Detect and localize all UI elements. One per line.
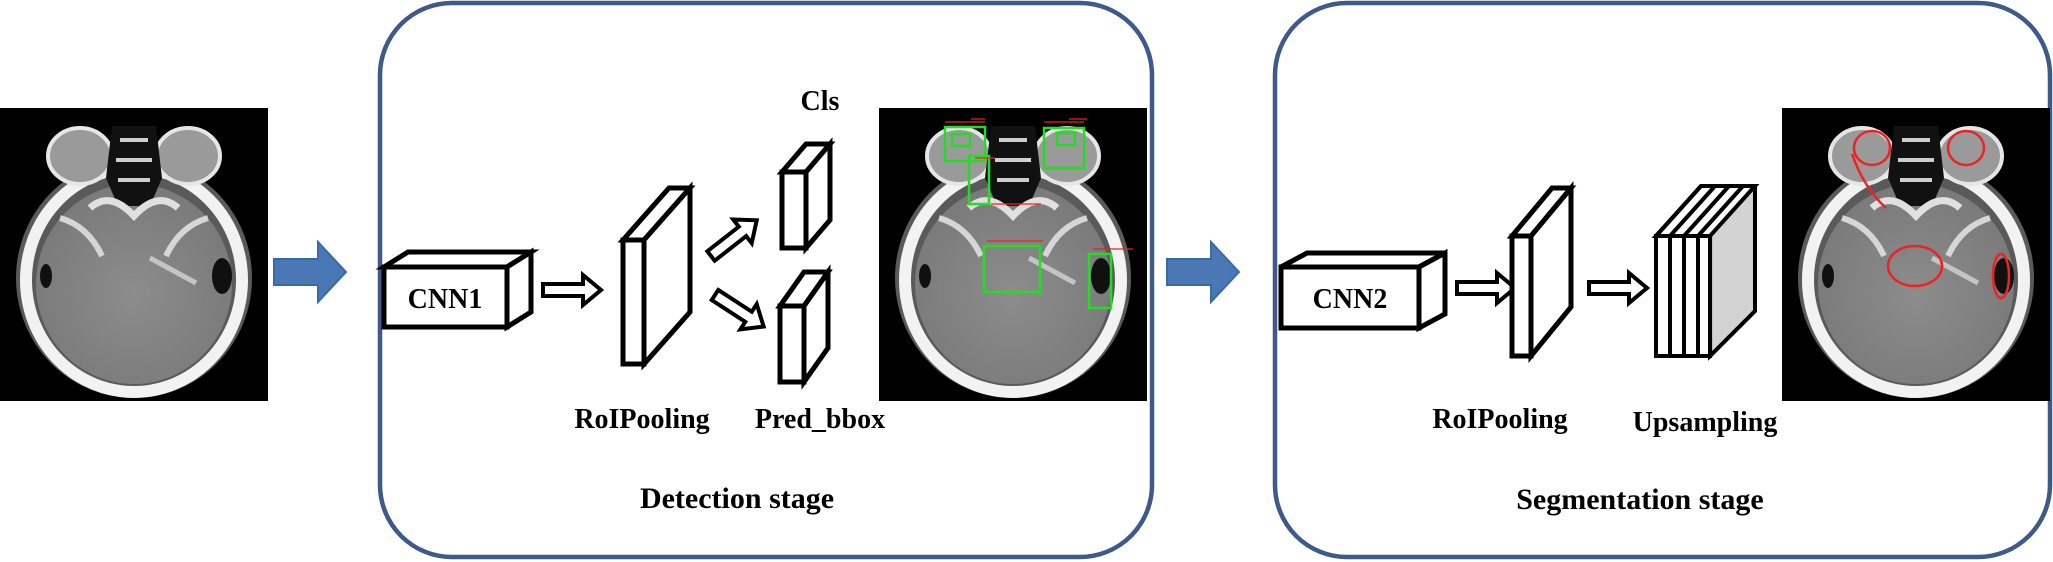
contour-optic-nerve <box>1850 153 1887 209</box>
detection-stage-label: Detection stage <box>640 482 834 515</box>
detection-stage-panel <box>377 0 1155 560</box>
small-arrow-icon <box>699 206 768 270</box>
bbox-right-eye <box>1042 126 1086 170</box>
contour-right-eye <box>1946 129 1986 167</box>
cnn2-block: CNN2 <box>1278 248 1448 333</box>
segmentation-stage-label: Segmentation stage <box>1516 483 1763 516</box>
flow-arrow-icon <box>1166 241 1240 303</box>
cnn1-block: CNN1 <box>375 247 540 332</box>
cls-slab <box>776 137 836 255</box>
input-ct-image <box>0 108 268 401</box>
contour-ear <box>1991 252 2011 300</box>
pred-bbox-slab <box>775 264 833 390</box>
upsampling-stack <box>1651 184 1760 361</box>
contour-brainstem <box>1886 244 1944 288</box>
contour-left-eye <box>1852 129 1892 167</box>
cls-label: Cls <box>801 86 840 117</box>
bbox-ear <box>1087 252 1113 310</box>
roipooling-label-2: RoIPooling <box>1432 404 1567 435</box>
bbox-brainstem <box>982 244 1042 294</box>
cnn1-label: CNN1 <box>408 284 483 315</box>
cnn2-label: CNN2 <box>1313 284 1388 315</box>
small-arrow-icon <box>704 280 774 342</box>
bbox-right-eye-inner <box>1055 131 1077 147</box>
pred-bbox-label: Pred_bbox <box>755 404 885 435</box>
bbox-left-eye <box>943 125 987 163</box>
roipooling-label-1: RoIPooling <box>574 404 709 435</box>
upsampling-label: Upsampling <box>1633 407 1778 438</box>
flow-arrow-icon <box>273 241 347 303</box>
bbox-optic-nerve <box>967 154 991 206</box>
segmentation-output-ct-image <box>1782 108 2050 401</box>
small-arrow-icon <box>1455 271 1517 305</box>
small-arrow-icon <box>541 273 603 307</box>
roipooling-slab-2 <box>1506 181 1577 364</box>
roipooling-slab-1 <box>617 181 696 371</box>
small-arrow-icon <box>1587 271 1649 305</box>
bbox-left-eye-inner <box>950 132 972 148</box>
detection-output-ct-image <box>879 108 1147 401</box>
